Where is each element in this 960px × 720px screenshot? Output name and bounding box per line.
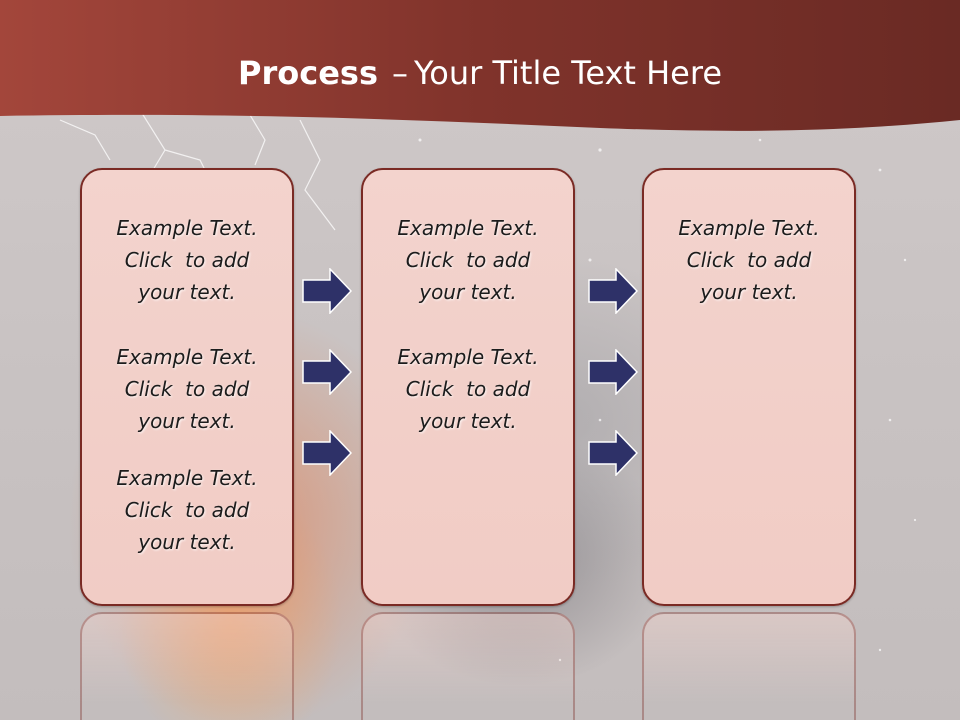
text-line: Example Text. — [397, 216, 539, 240]
panel-reflection — [361, 612, 575, 720]
right-arrow-icon[interactable] — [588, 430, 638, 476]
text-block[interactable]: Example Text. Click to add your text. — [82, 341, 292, 437]
text-line: your text. — [419, 280, 517, 304]
text-line: Example Text. — [116, 345, 258, 369]
text-line: Click to add — [124, 377, 250, 401]
right-arrow-icon[interactable] — [302, 430, 352, 476]
text-line: Example Text. — [397, 345, 539, 369]
text-line: Click to add — [686, 248, 812, 272]
text-line: your text. — [138, 530, 236, 554]
text-line: Click to add — [124, 498, 250, 522]
text-line: your text. — [700, 280, 798, 304]
right-arrow-icon[interactable] — [302, 349, 352, 395]
header-banner — [0, 0, 960, 131]
text-line: Example Text. — [116, 216, 258, 240]
panel-3[interactable]: Example Text. Click to add your text. — [642, 168, 856, 606]
panel-1[interactable]: Example Text. Click to add your text. Ex… — [80, 168, 294, 606]
text-block[interactable]: Example Text. Click to add your text. — [82, 462, 292, 558]
text-block[interactable]: Example Text. Click to add your text. — [363, 341, 573, 437]
panel-reflection — [80, 612, 294, 720]
right-arrow-icon[interactable] — [302, 268, 352, 314]
text-line: Click to add — [405, 248, 531, 272]
slide-title[interactable]: Process–Your Title Text Here — [0, 54, 960, 92]
text-line: Example Text. — [678, 216, 820, 240]
text-block[interactable]: Example Text. Click to add your text. — [82, 212, 292, 308]
text-line: Example Text. — [116, 466, 258, 490]
text-line: your text. — [138, 409, 236, 433]
title-rest: Your Title Text Here — [413, 54, 722, 92]
panel-2[interactable]: Example Text. Click to add your text. Ex… — [361, 168, 575, 606]
title-bold: Process — [238, 54, 378, 92]
panel-reflection — [642, 612, 856, 720]
right-arrow-icon[interactable] — [588, 349, 638, 395]
text-line: your text. — [419, 409, 517, 433]
text-block[interactable]: Example Text. Click to add your text. — [363, 212, 573, 308]
right-arrow-icon[interactable] — [588, 268, 638, 314]
text-line: Click to add — [405, 377, 531, 401]
title-dash: – — [391, 54, 408, 92]
text-line: your text. — [138, 280, 236, 304]
text-block[interactable]: Example Text. Click to add your text. — [644, 212, 854, 308]
text-line: Click to add — [124, 248, 250, 272]
